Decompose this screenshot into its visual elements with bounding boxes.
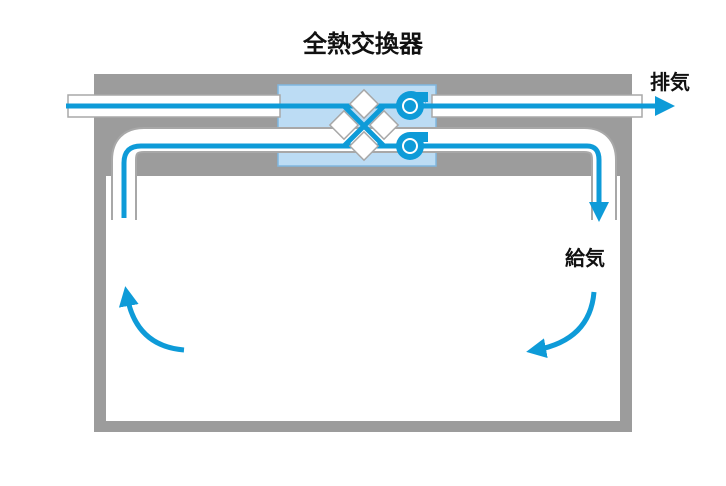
- room-circulation-arrow-right: [526, 291, 597, 359]
- room-interior: [106, 176, 620, 421]
- fan-icon: [396, 132, 428, 160]
- fan-icon: [396, 91, 428, 120]
- exchanger-core-left: [328, 109, 360, 141]
- supply-fan-hub: [402, 138, 418, 154]
- room-circulation-arrow-left: [118, 286, 185, 353]
- diamond-cross-icon: [328, 88, 400, 162]
- supply-fan-outlet: [410, 132, 428, 142]
- supply-label: 給気: [565, 246, 605, 270]
- exchanger-core-top: [348, 88, 380, 120]
- diagram-title: 全熱交換器: [302, 30, 424, 58]
- exchanger-core-bottom: [348, 130, 380, 162]
- exhaust-fan-hub: [402, 98, 418, 114]
- exhaust-label: 排気: [650, 70, 690, 94]
- exchanger-core-right: [368, 109, 400, 141]
- exchanger-cross-line-2: [342, 104, 386, 148]
- exhaust-fan-outlet: [410, 92, 428, 102]
